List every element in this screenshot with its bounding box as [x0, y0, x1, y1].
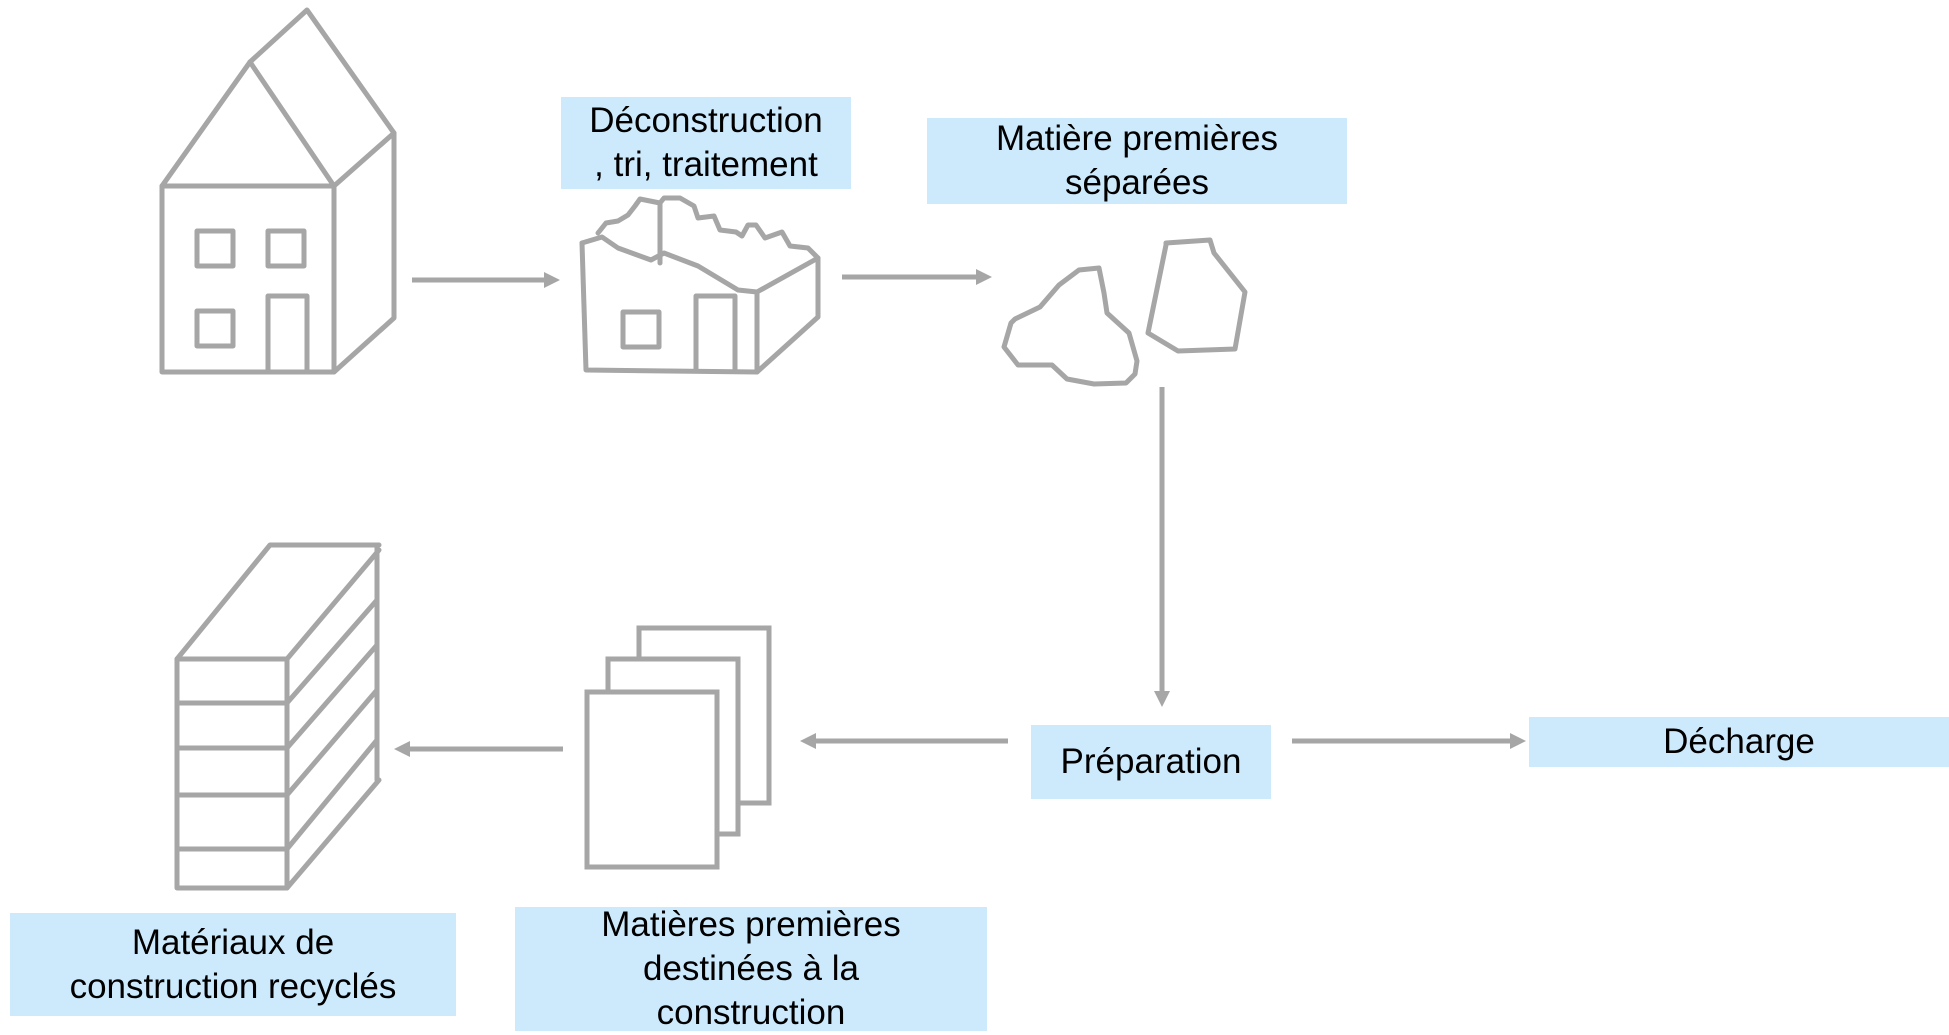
- label-construction-raw-materials-text: Matières premières destinées à la constr…: [601, 905, 901, 1032]
- recycled-materials-stack-icon: [174, 542, 382, 891]
- label-preparation: Préparation: [1031, 725, 1271, 799]
- label-deconstruction: Déconstruction , tri, traitement: [561, 97, 851, 189]
- label-recycled-materials-text: Matériaux de construction recyclés: [69, 922, 397, 1006]
- label-construction-raw-materials: Matières premières destinées à la constr…: [515, 905, 987, 1032]
- label-separated-materials: Matière premières séparées: [927, 118, 1347, 204]
- label-preparation-text: Préparation: [1060, 742, 1242, 781]
- separated-materials-icon: [1001, 237, 1248, 387]
- label-landfill-text: Décharge: [1663, 722, 1815, 761]
- house-icon: [159, 7, 397, 375]
- stacked-sheets-icon: [584, 625, 772, 870]
- label-landfill: Décharge: [1529, 717, 1949, 767]
- label-deconstruction-text: Déconstruction , tri, traitement: [589, 101, 823, 184]
- label-recycled-materials: Matériaux de construction recyclés: [10, 913, 456, 1016]
- demolished-house-icon: [579, 195, 821, 375]
- label-separated-materials-text: Matière premières séparées: [995, 119, 1279, 202]
